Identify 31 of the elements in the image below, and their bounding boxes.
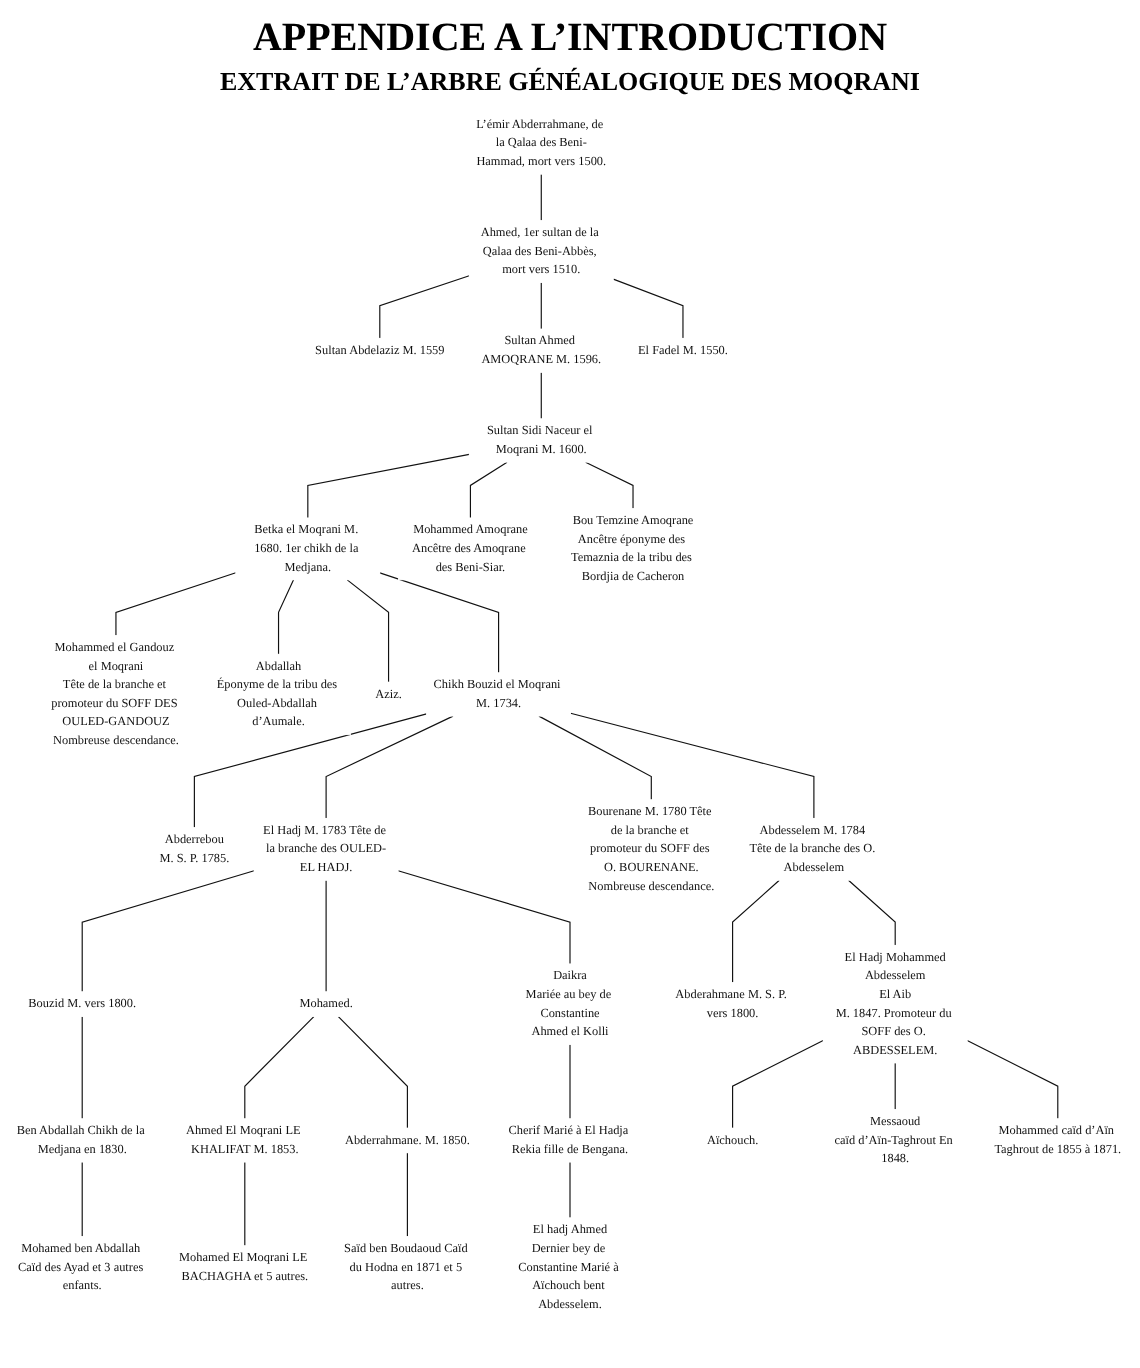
connector xyxy=(538,715,652,801)
connector xyxy=(847,879,896,946)
connector xyxy=(325,715,454,819)
connector xyxy=(612,278,684,339)
connector xyxy=(732,879,780,984)
connector xyxy=(337,1015,408,1129)
connector xyxy=(540,281,542,330)
connector xyxy=(397,870,571,965)
connector xyxy=(585,461,634,510)
subtitle: EXTRAIT DE L’ARBRE GÉNÉALOGIQUE DES MOQRANI xyxy=(220,66,920,98)
connector xyxy=(244,1015,315,1120)
connector xyxy=(406,1152,408,1237)
connector xyxy=(81,1161,83,1237)
connector xyxy=(244,1161,246,1247)
title: APPENDICE A L’INTRODUCTION xyxy=(252,16,888,62)
connector xyxy=(732,1039,824,1129)
connector xyxy=(540,371,542,420)
connector xyxy=(894,1062,896,1111)
connector xyxy=(379,275,470,339)
connector xyxy=(379,572,500,674)
connector xyxy=(346,579,390,683)
connector xyxy=(81,870,255,993)
connector xyxy=(966,1039,1059,1120)
connector xyxy=(570,712,815,819)
connector xyxy=(81,1015,83,1120)
connector xyxy=(325,879,327,993)
connector xyxy=(193,713,428,829)
connector xyxy=(540,173,542,222)
connector xyxy=(277,579,295,655)
connector xyxy=(115,572,237,637)
connector xyxy=(307,453,470,519)
